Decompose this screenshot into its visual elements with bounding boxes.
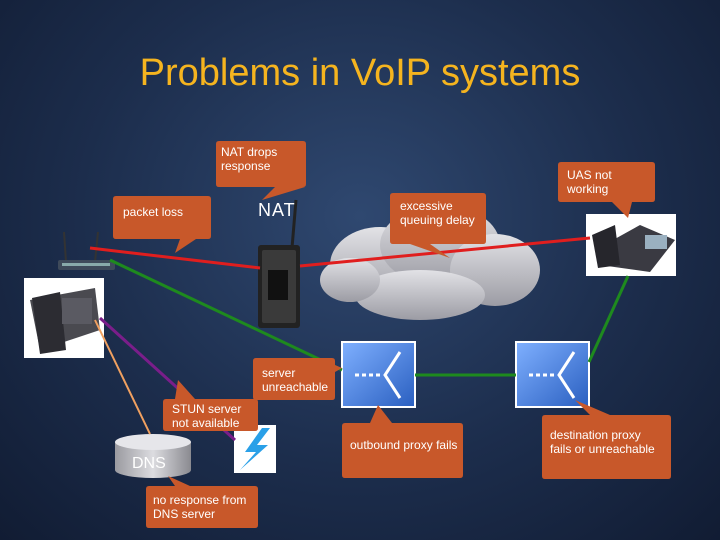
callout-dns-bubble xyxy=(146,476,258,528)
callout-dns-text: no response from DNS server xyxy=(153,493,247,521)
ip-phone-left xyxy=(24,278,104,358)
signal-line-green xyxy=(109,258,343,372)
signal-line-orange xyxy=(94,319,151,435)
callout-destination-proxy-text: destination proxy fails or unreachable xyxy=(550,428,655,456)
dns-server xyxy=(115,434,191,478)
callout-outbound-proxy-text: outbound proxy fails xyxy=(350,438,458,452)
callout-server-unreachable-text: server unreachable xyxy=(262,366,329,394)
callout-queuing-delay-bubble xyxy=(390,193,486,258)
callout-nat-drops-text: NAT drops response xyxy=(221,145,278,173)
callout-destination-proxy-bubble xyxy=(542,400,671,479)
nat-label: NAT xyxy=(258,200,296,220)
signal-line-green xyxy=(587,275,630,363)
router-device xyxy=(58,231,115,270)
callout-packet-loss-text: packet loss xyxy=(123,205,184,219)
outbound-proxy-server xyxy=(341,341,416,408)
callout-uas-bubble xyxy=(558,162,655,218)
callout-stun-bubble xyxy=(163,380,258,431)
callout-server-unreachable-bubble xyxy=(253,358,342,400)
signal-line-red xyxy=(89,246,261,270)
dns-label: DNS xyxy=(132,455,166,472)
signal-line-red xyxy=(299,236,591,268)
nat-device xyxy=(258,199,300,328)
callout-uas-text: UAS not working xyxy=(567,168,612,196)
callout-nat-drops-bubble xyxy=(216,141,306,200)
callout-queuing-delay-text: excessive queuing delay xyxy=(400,199,475,227)
slide-title: Problems in VoIP systems xyxy=(139,52,581,94)
callout-packet-loss-bubble xyxy=(113,196,211,253)
lightning-icon xyxy=(234,425,276,473)
ip-phone-right xyxy=(586,214,676,276)
callout-outbound-proxy-bubble xyxy=(342,405,463,478)
callout-stun-text: STUN server not available xyxy=(172,402,242,430)
destination-proxy-server xyxy=(515,341,590,408)
